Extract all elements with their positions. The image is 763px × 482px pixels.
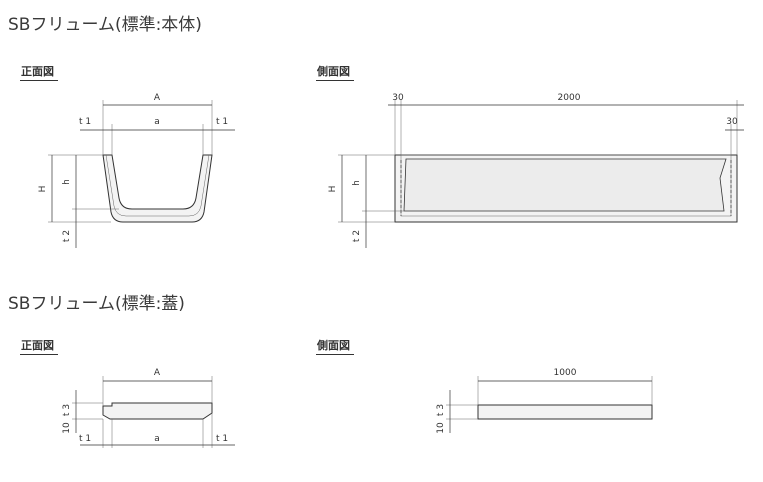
front-view-label: 正面図 — [20, 63, 58, 81]
dim-A-label: A — [154, 93, 161, 103]
lid-side-profile — [477, 404, 653, 420]
lid-front-profile — [102, 402, 213, 420]
dim-side-h-label: h — [352, 180, 362, 186]
dim-H-label: H — [38, 186, 48, 193]
lid-dim-A-label: A — [154, 368, 161, 378]
dim-30-left-label: 30 — [392, 93, 404, 103]
dim-t2-label: t 2 — [62, 230, 72, 242]
dim-t1-left-label: t 1 — [79, 117, 91, 127]
body-front-view: A a t 1 t 1 H h t 2 — [38, 93, 235, 248]
dim-a-label: a — [154, 117, 160, 127]
dim-t1-right-label: t 1 — [216, 117, 228, 127]
side-view-label: 側面図 — [316, 63, 354, 81]
lid-side-dim-10-label: 10 — [436, 422, 446, 434]
section-title-body: SBフリューム(標準:本体) — [8, 15, 202, 35]
lid-dim-a-label: a — [154, 434, 160, 444]
lid-dim-10-label: 10 — [62, 422, 72, 434]
lid-side-dim-t3-label: t 3 — [436, 404, 446, 416]
dim-h-label: h — [62, 179, 72, 185]
lid-dim-1000-label: 1000 — [554, 368, 577, 378]
dim-30-right-label: 30 — [726, 117, 738, 127]
u-channel-inner-line — [105, 154, 210, 217]
lid-front-view: A a t 1 t 1 t 3 10 — [62, 368, 235, 448]
lid-side-view-label: 側面図 — [316, 337, 354, 355]
lid-dim-t1-left-label: t 1 — [79, 434, 91, 444]
dim-side-t2-label: t 2 — [352, 230, 362, 242]
dim-side-H-label: H — [328, 186, 338, 193]
lid-dim-t1-right-label: t 1 — [216, 434, 228, 444]
side-body-inner — [403, 158, 727, 212]
lid-dim-t3-label: t 3 — [62, 404, 72, 416]
u-channel-profile — [102, 154, 213, 223]
dim-2000-label: 2000 — [558, 93, 581, 103]
lid-side-view: 1000 t 3 10 — [436, 368, 653, 434]
body-side-view: 30 2000 30 H h t 2 — [328, 93, 744, 248]
section-title-lid: SBフリューム(標準:蓋) — [8, 294, 185, 314]
lid-front-view-label: 正面図 — [20, 337, 58, 355]
